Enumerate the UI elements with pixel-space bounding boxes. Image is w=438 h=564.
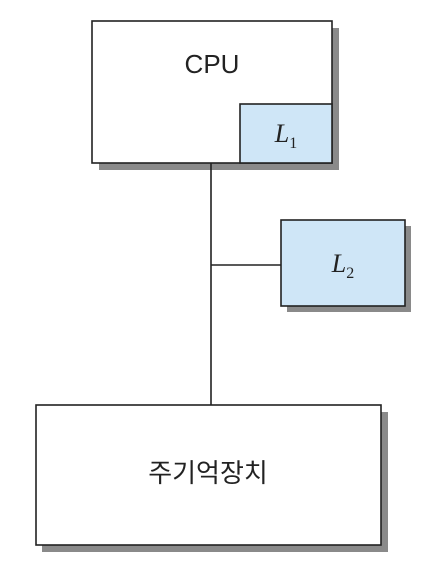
l2-cache-box — [280, 219, 406, 307]
cpu-label: CPU — [185, 49, 240, 79]
l1-cache-label-base: L — [274, 119, 289, 148]
l2-cache-label-base: L — [331, 249, 346, 278]
main-memory-label: 주기억장치 — [148, 458, 268, 488]
l1-cache-label-sub: 1 — [289, 135, 297, 152]
l2-cache-label: L2 — [331, 249, 354, 282]
l1-cache-box — [239, 103, 333, 164]
l1-cache-label: L1 — [274, 119, 297, 152]
main-memory-box — [35, 404, 382, 546]
l2-cache-label-sub: 2 — [346, 265, 354, 282]
